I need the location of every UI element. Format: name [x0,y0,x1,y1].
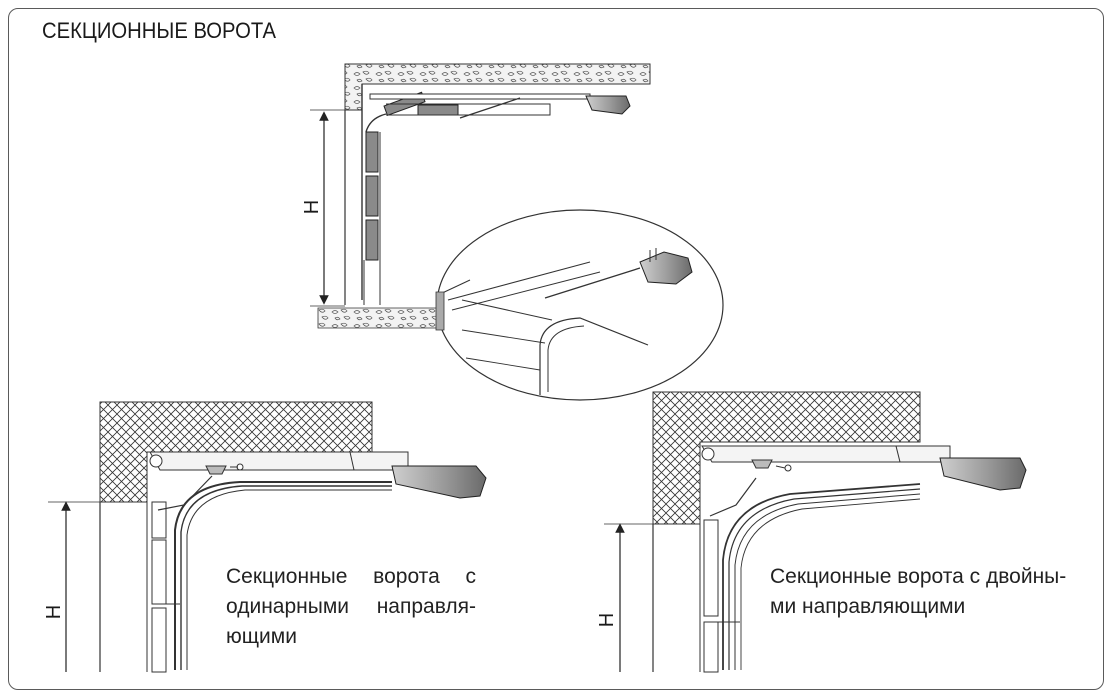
detail-magnifier [435,209,724,401]
single-track-view: H [43,401,487,673]
top-installation-view: H [301,63,651,329]
motor-unit [585,95,631,115]
height-label-left: H [43,605,65,619]
caption-right-line-1: Секционные ворота с двойны- [770,565,1067,588]
caption-single-tracks: Секционные ворота с одинарными направля-… [226,562,476,652]
figure-frame [8,8,1104,690]
door-panels [363,91,459,305]
double-track-view: H [596,391,1027,673]
ceiling-rail [369,93,591,100]
height-label-right: H [596,613,618,627]
floor-masonry [317,307,441,329]
motor-unit-right [939,457,1027,491]
figure-title: СЕКЦИОННЫЕ ВОРОТА [42,18,277,43]
motor-unit-left [391,465,487,499]
caption-left-line-1: Секционные ворота с [226,565,476,588]
caption-left-line-3: ющими [226,625,297,648]
motor-closeup [639,251,693,285]
caption-right-line-2: ми направляющими [770,595,966,618]
height-label-top: H [301,200,323,214]
caption-left-line-2: одинарными направля- [226,595,476,618]
caption-double-tracks: Секционные ворота с двойны- ми направляю… [770,562,1066,622]
